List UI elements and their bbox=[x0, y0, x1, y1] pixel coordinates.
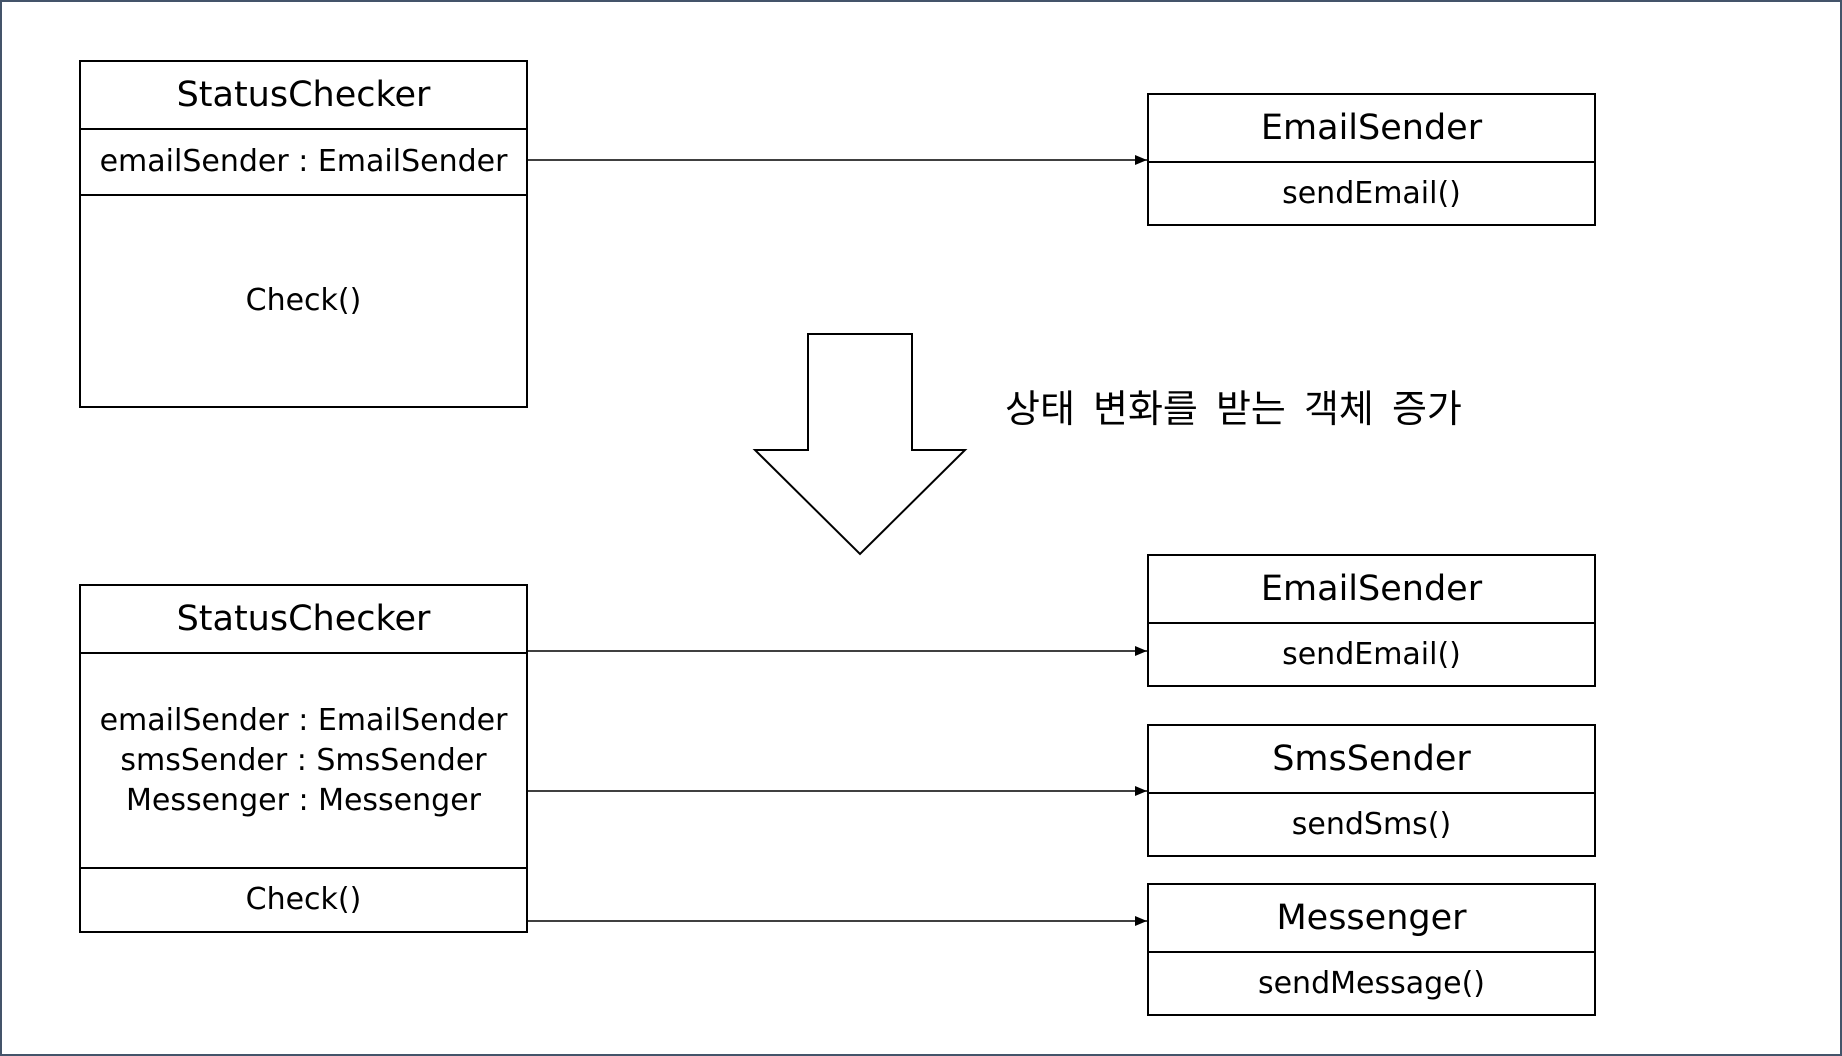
attribute: emailSender : EmailSender bbox=[99, 144, 508, 179]
class-name: SmsSender bbox=[1272, 739, 1471, 779]
class-name: StatusChecker bbox=[176, 599, 431, 639]
methods-section: sendEmail() bbox=[1149, 622, 1594, 685]
class-name: Messenger bbox=[1276, 898, 1467, 938]
bottom-email-sender-class: EmailSender sendEmail() bbox=[1147, 554, 1596, 687]
method: Check() bbox=[245, 283, 362, 318]
attribute: smsSender : SmsSender bbox=[120, 742, 487, 778]
method: sendSms() bbox=[1291, 806, 1452, 842]
attributes-section: emailSender : EmailSender bbox=[81, 128, 526, 194]
top-status-checker-class: StatusChecker emailSender : EmailSender … bbox=[79, 60, 528, 408]
class-name: EmailSender bbox=[1260, 108, 1483, 148]
method: sendEmail() bbox=[1282, 636, 1461, 672]
method: sendEmail() bbox=[1282, 175, 1461, 211]
methods-section: sendSms() bbox=[1149, 792, 1594, 855]
methods-section: Check() bbox=[81, 867, 526, 931]
attribute: emailSender : EmailSender bbox=[99, 702, 508, 738]
methods-section: Check() bbox=[81, 194, 526, 406]
messenger-class: Messenger sendMessage() bbox=[1147, 883, 1596, 1016]
methods-section: sendMessage() bbox=[1149, 951, 1594, 1014]
method: sendMessage() bbox=[1257, 965, 1486, 1001]
methods-section: sendEmail() bbox=[1149, 161, 1594, 224]
class-name: EmailSender bbox=[1260, 569, 1483, 609]
top-email-sender-class: EmailSender sendEmail() bbox=[1147, 93, 1596, 226]
transition-caption: 상태 변화를 받는 객체 증가 bbox=[1005, 387, 1462, 431]
method: Check() bbox=[245, 882, 362, 917]
down-arrow-shape bbox=[752, 333, 968, 556]
attribute: Messenger : Messenger bbox=[126, 782, 481, 818]
bottom-status-checker-class: StatusChecker emailSender : EmailSender … bbox=[79, 584, 528, 933]
class-name: StatusChecker bbox=[176, 75, 431, 115]
attributes-section: emailSender : EmailSender smsSender : Sm… bbox=[81, 652, 526, 867]
sms-sender-class: SmsSender sendSms() bbox=[1147, 724, 1596, 857]
